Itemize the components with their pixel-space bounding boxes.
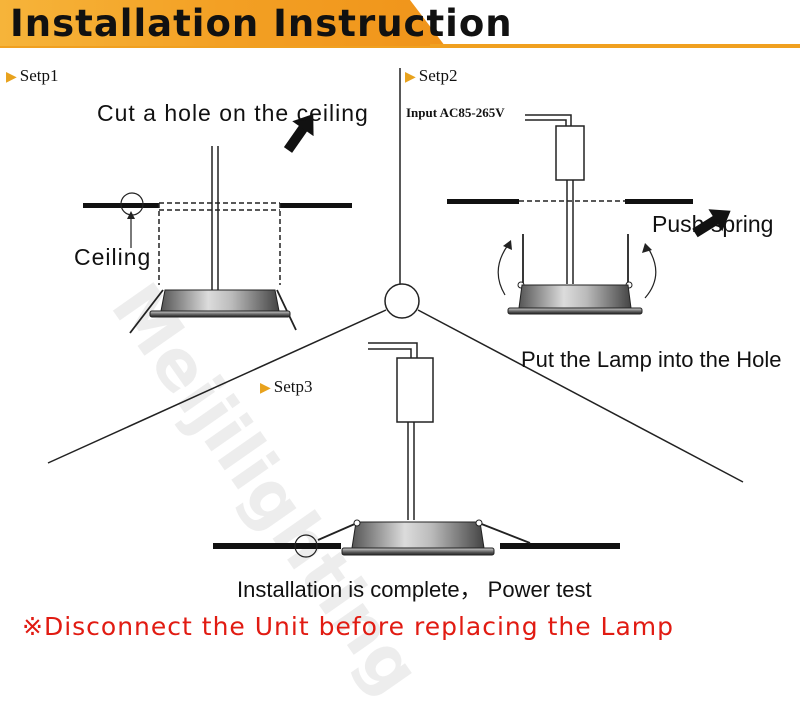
step-divider: [47, 68, 744, 483]
title-banner: [0, 0, 800, 48]
cut-hole-label: Cut a hole on the ceiling: [97, 100, 369, 126]
step-arrow-icon: ▶: [6, 70, 17, 85]
step3-heading: ▶Setp3: [260, 377, 313, 397]
step2-label: Setp2: [418, 66, 458, 85]
step-arrow-icon: ▶: [260, 381, 271, 396]
input-voltage-label: Input AC85-265V: [406, 105, 505, 120]
page-title: Installation Instruction: [10, 2, 513, 45]
step3-illustration: [213, 342, 620, 558]
push-spring-label: Push spring: [652, 211, 774, 237]
step-arrow-icon: ▶: [405, 70, 416, 85]
step2-heading: ▶Setp2: [405, 66, 458, 86]
step1-label: Setp1: [19, 66, 59, 85]
step3-label: Setp3: [273, 377, 313, 396]
installation-diagram: [47, 68, 744, 558]
ceiling-label: Ceiling: [74, 244, 152, 270]
warning-text: ※Disconnect the Unit before replacing th…: [22, 612, 675, 641]
step1-illustration: [83, 113, 352, 334]
installation-complete-label: Installation is complete， Power test: [237, 577, 592, 602]
put-lamp-label: Put the Lamp into the Hole: [521, 347, 782, 372]
step2-illustration: [447, 114, 731, 315]
step1-heading: ▶Setp1: [6, 66, 59, 86]
